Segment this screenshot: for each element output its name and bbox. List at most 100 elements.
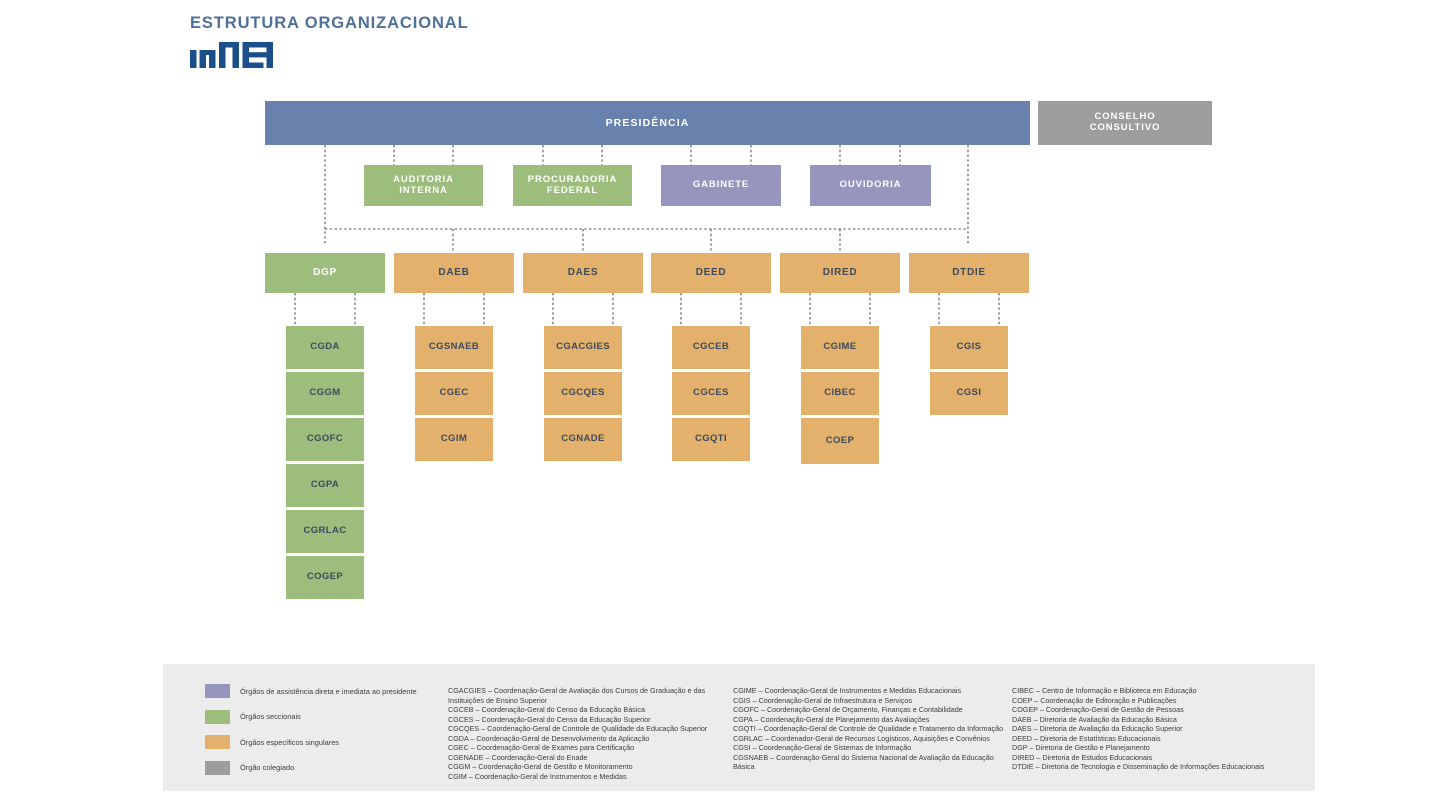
node-cgces-label: CGCES <box>693 387 729 399</box>
node-cgqti-label: CGQTI <box>694 433 728 445</box>
node-cgda-label: CGDA <box>310 341 340 353</box>
node-cgsnaeb[interactable]: CGSNAEB <box>415 326 493 369</box>
legend-definition-line: CIBEC – Centro de Informação e Bibliotec… <box>1012 686 1197 695</box>
node-cgqti[interactable]: CGQTI <box>672 418 750 461</box>
node-cgrlac[interactable]: CGRLAC <box>286 510 364 553</box>
legend-definition-line: CGQTI – Coordenação-Geral de Controle de… <box>733 724 1004 733</box>
legend-key-label: Órgãos de assistência direta e imediata … <box>240 686 417 696</box>
legend-definition-line: CGSI – Coordenação-Geral de Sistemas de … <box>733 743 912 752</box>
legend-definition-line: DAEB – Diretoria de Avaliação da Educaçã… <box>1012 714 1177 724</box>
org-chart: PRESIDÊNCIA CONSELHO CONSULTIVO AUDITORI… <box>265 101 1212 599</box>
legend-key-label: Órgão colegiado <box>240 763 295 772</box>
node-cgime[interactable]: CGIME <box>801 326 879 369</box>
node-daeb-label: DAEB <box>438 267 470 279</box>
node-procuradoria-line2: FEDERAL <box>546 184 599 196</box>
legend-definition-line: COEP – Coordenação de Editoração e Publi… <box>1012 695 1177 705</box>
node-cgis[interactable]: CGIS <box>930 326 1008 369</box>
node-cgpa-label: CGPA <box>310 479 340 491</box>
node-cgceb[interactable]: CGCEB <box>672 326 750 369</box>
node-dtdie[interactable]: DTDIE <box>909 253 1029 293</box>
legend-definition-line: CGDA – Coordenação-Geral de Desenvolvime… <box>448 733 650 743</box>
legend-definition-line: DGP – Diretoria de Gestão e Planejamento <box>1012 743 1150 752</box>
legend-key-label: Órgãos seccionais <box>240 712 301 721</box>
node-cibec-label: CIBEC <box>824 387 856 399</box>
node-cgsi-label: CGSI <box>956 387 982 399</box>
node-daeb[interactable]: DAEB <box>394 253 514 293</box>
node-cgsnaeb-label: CGSNAEB <box>428 341 480 353</box>
node-gabinete[interactable]: GABINETE <box>661 165 781 206</box>
node-cgces[interactable]: CGCES <box>672 372 750 415</box>
node-cgime-label: CGIME <box>823 341 857 353</box>
node-cgnade-label: CGNADE <box>561 433 605 445</box>
node-cgpa[interactable]: CGPA <box>286 464 364 507</box>
legend-panel: Órgãos de assistência direta e imediata … <box>163 664 1315 791</box>
node-coep[interactable]: COEP <box>801 418 879 464</box>
legend-definition-line: CGIS – Coordenação-Geral de Infraestrutu… <box>733 695 912 705</box>
node-gabinete-label: GABINETE <box>692 179 750 191</box>
node-cgofc[interactable]: CGOFC <box>286 418 364 461</box>
legend-definition-line: CGACGIES – Coordenação-Geral de Avaliaçã… <box>448 686 708 705</box>
node-cgec[interactable]: CGEC <box>415 372 493 415</box>
node-cgacgies[interactable]: CGACGIES <box>544 326 622 369</box>
node-cgofc-label: CGOFC <box>306 433 344 445</box>
node-procuradoria-federal[interactable]: PROCURADORIA FEDERAL <box>513 165 632 206</box>
legend-key-row: Órgãos específicos singulares <box>205 735 435 749</box>
legend-definitions-column-1: CGACGIES – Coordenação-Geral de Avaliaçã… <box>448 686 731 781</box>
page-title: ESTRUTURA ORGANIZACIONAL <box>190 14 469 32</box>
node-dtdie-label: DTDIE <box>952 267 986 279</box>
node-auditoria-interna[interactable]: AUDITORIA INTERNA <box>364 165 483 206</box>
node-cgis-label: CGIS <box>956 341 982 353</box>
legend-definition-line: CGIME – Coordenação-Geral de Instrumento… <box>733 686 962 695</box>
legend-definition-line: CGENADE – Coordenação-Geral do Enade <box>448 752 588 762</box>
legend-definition-line: CGGM – Coordenação-Geral de Gestão e Mon… <box>448 762 633 771</box>
connector-lines <box>294 145 1000 326</box>
legend-definition-line: CGCQES – Coordenação-Geral de Controle d… <box>448 724 708 733</box>
legend-definition-line: DTDIE – Diretoria de Tecnologia e Dissem… <box>1012 762 1265 771</box>
node-conselho-line2: CONSULTIVO <box>1089 122 1161 133</box>
node-cogep[interactable]: COGEP <box>286 556 364 599</box>
node-cgda[interactable]: CGDA <box>286 326 364 369</box>
node-cgcqes-label: CGCQES <box>561 387 605 399</box>
legend-color-swatch <box>205 709 230 724</box>
page-header: ESTRUTURA ORGANIZACIONAL <box>190 14 469 68</box>
node-conselho-line1: CONSELHO <box>1094 111 1156 123</box>
node-cggm[interactable]: CGGM <box>286 372 364 415</box>
legend-key-row: Órgãos seccionais <box>205 709 435 724</box>
legend-definitions-column-2: CGIME – Coordenação-Geral de Instrumento… <box>733 686 1011 772</box>
node-cgim[interactable]: CGIM <box>415 418 493 461</box>
legend-color-swatch <box>205 684 230 698</box>
node-dired-label: DIRED <box>822 267 858 279</box>
node-cibec[interactable]: CIBEC <box>801 372 879 415</box>
node-daes[interactable]: DAES <box>523 253 643 293</box>
node-ouvidoria[interactable]: OUVIDORIA <box>810 165 931 206</box>
node-cogep-label: COGEP <box>306 571 344 583</box>
legend-key-row: Órgãos de assistência direta e imediata … <box>205 684 435 698</box>
legend-definition-line: CGRLAC – Coordenador-Geral de Recursos L… <box>733 733 990 743</box>
legend-definition-line: DEED – Diretoria de Estatísticas Educaci… <box>1012 733 1161 743</box>
legend-definition-line: CGSNAEB – Coordenação-Geral do Sistema N… <box>733 752 996 772</box>
node-dgp[interactable]: DGP <box>265 253 385 293</box>
node-cgcqes[interactable]: CGCQES <box>544 372 622 415</box>
node-dgp-label: DGP <box>313 267 337 279</box>
node-presidencia[interactable]: PRESIDÊNCIA <box>265 101 1030 145</box>
node-deed[interactable]: DEED <box>651 253 771 293</box>
inep-logo <box>190 42 276 68</box>
legend-definition-line: CGEC – Coordenação-Geral de Exames para … <box>448 743 635 752</box>
node-cgec-label: CGEC <box>439 387 469 399</box>
legend-color-swatch <box>205 760 230 775</box>
legend-definition-line: CGOFC – Coordenação-Geral de Orçamento, … <box>733 705 963 714</box>
node-cgsi[interactable]: CGSI <box>930 372 1008 415</box>
legend-definition-line: CGCEB – Coordenação-Geral do Censo da Ed… <box>448 705 645 714</box>
node-dired[interactable]: DIRED <box>780 253 900 293</box>
node-cgnade[interactable]: CGNADE <box>544 418 622 461</box>
legend-key-row: Órgão colegiado <box>205 760 435 775</box>
node-procuradoria-line1: PROCURADORIA <box>527 173 618 185</box>
legend-definition-line: DAES – Diretoria de Avaliação da Educaçã… <box>1012 724 1183 733</box>
node-cgceb-label: CGCEB <box>692 341 730 353</box>
legend-definition-line: CGPA – Coordenação-Geral de Planejamento… <box>733 714 930 724</box>
legend-definition-line: CGIM – Coordenação-Geral de Instrumentos… <box>448 771 627 781</box>
node-conselho-consultivo[interactable]: CONSELHO CONSULTIVO <box>1038 101 1212 145</box>
node-cgacgies-label: CGACGIES <box>556 341 610 353</box>
node-ouvidoria-label: OUVIDORIA <box>839 179 902 191</box>
legend-definitions-column-3: CIBEC – Centro de Informação e Bibliotec… <box>1012 686 1312 772</box>
